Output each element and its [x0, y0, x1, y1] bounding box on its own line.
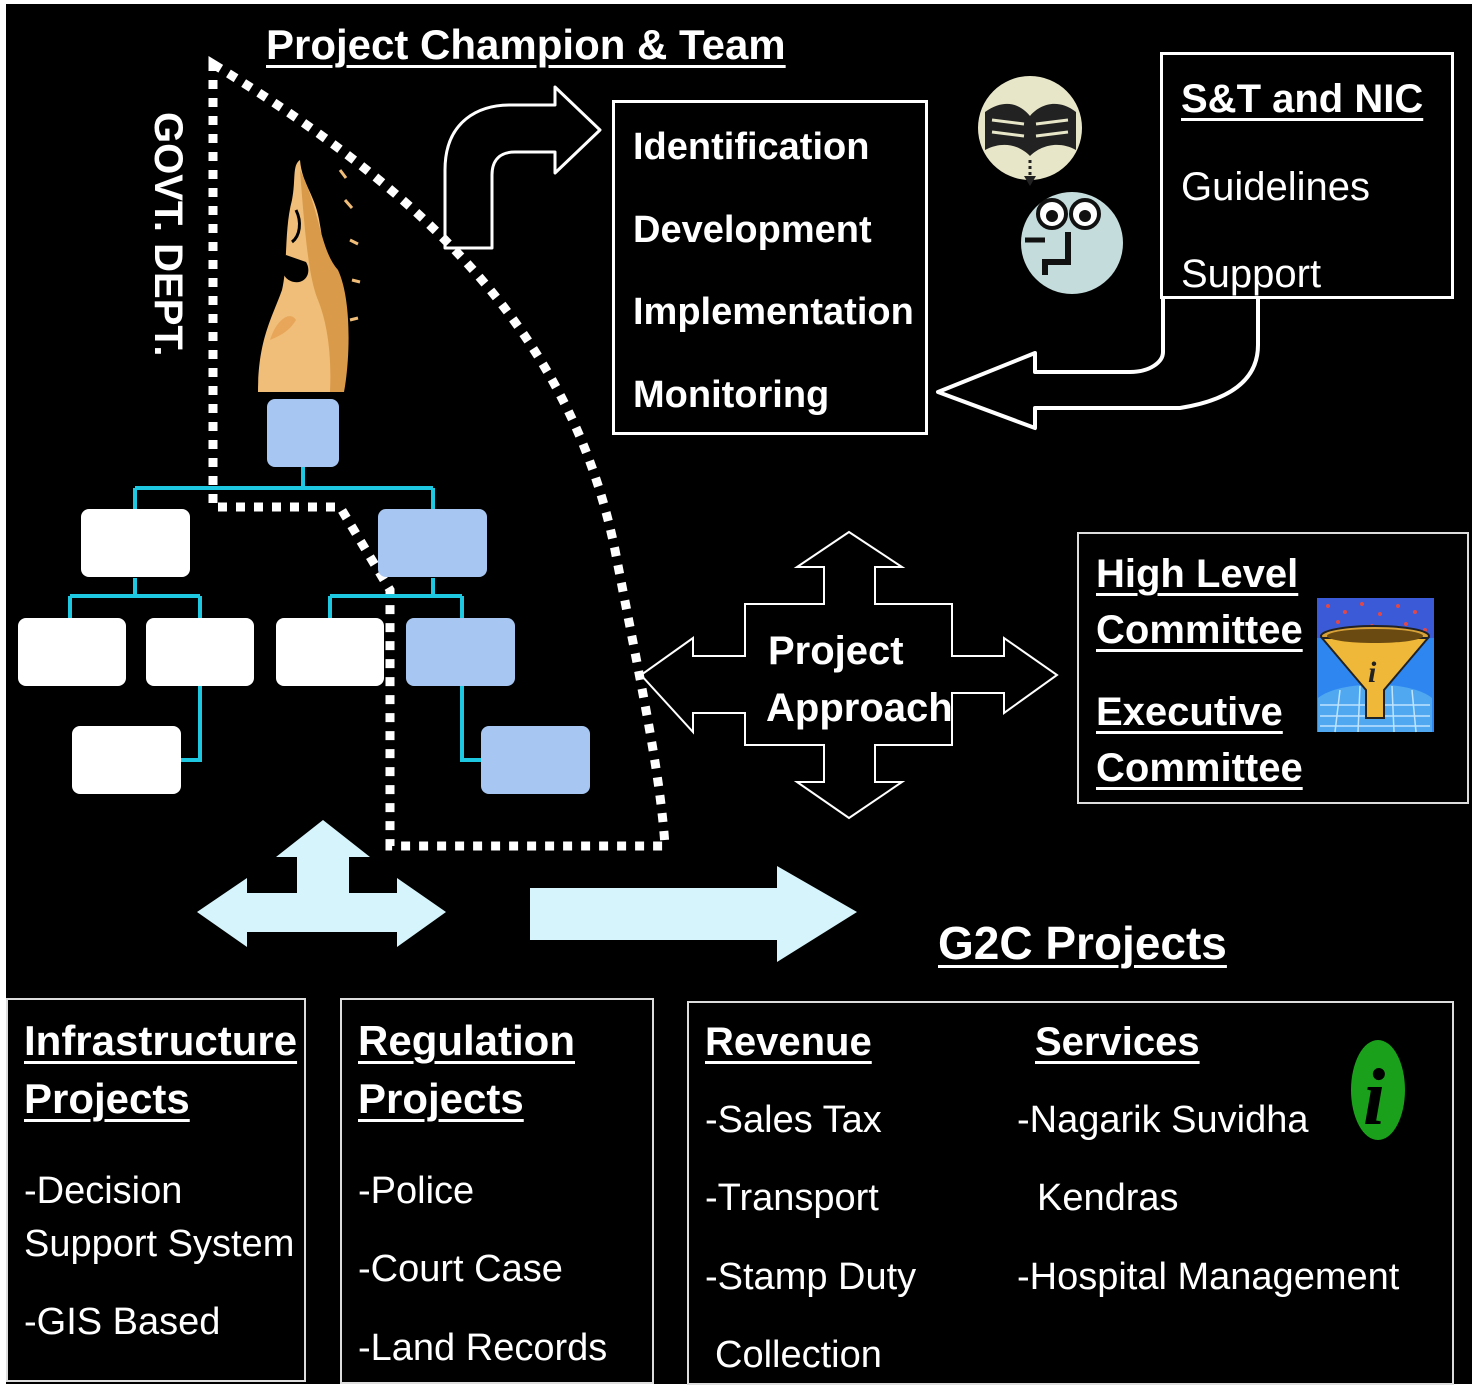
return-arrow-icon: [936, 298, 1260, 430]
revenue-item: -Sales Tax: [705, 1099, 882, 1141]
org-box-l2-c: [276, 618, 384, 686]
approach-label-line2: Approach: [766, 686, 953, 730]
infrastructure-item: -GIS Based: [24, 1301, 221, 1343]
svg-text:i: i: [1368, 656, 1377, 689]
org-box-l1-right: [378, 509, 487, 577]
four-way-arrow-icon: [639, 530, 1059, 820]
org-box-l2-d: [406, 618, 515, 686]
revenue-title: Revenue: [705, 1020, 872, 1064]
regulation-box: Regulation Projects -Police -Court Case …: [340, 998, 654, 1384]
process-box: Identification Development Implementatio…: [612, 100, 928, 435]
org-box-l3-right: [481, 726, 590, 794]
process-step: Identification: [633, 126, 870, 168]
info-icon: i: [1351, 1040, 1405, 1142]
org-box-l2-a: [18, 618, 126, 686]
org-box-l3-left: [72, 726, 181, 794]
services-item: -Nagarik Suvidha: [1017, 1099, 1309, 1141]
st-nic-title: S&T and NIC: [1181, 77, 1424, 121]
services-title: Services: [1035, 1020, 1200, 1064]
services-item: -Hospital Management: [1017, 1256, 1400, 1298]
infrastructure-title-line2: Projects: [24, 1075, 190, 1122]
team-boundary: [208, 55, 670, 851]
torch-icon: [258, 160, 361, 392]
infrastructure-title-line1: Infrastructure: [24, 1017, 298, 1064]
org-connectors: [68, 466, 482, 762]
org-box-l1-left: [81, 509, 190, 577]
infrastructure-box: Infrastructure Projects -Decision Suppor…: [6, 998, 306, 1382]
face-icon: [1021, 192, 1123, 294]
g2c-title: G2C Projects: [938, 917, 1227, 969]
regulation-item: -Court Case: [358, 1248, 563, 1290]
process-step: Development: [633, 209, 872, 251]
regulation-title-line2: Projects: [358, 1075, 524, 1122]
executive-committee-line2: Committee: [1096, 746, 1303, 790]
org-box-top: [267, 399, 339, 467]
infrastructure-item: Support System: [24, 1223, 295, 1265]
curved-arrow-icon: [443, 85, 602, 250]
st-nic-item: Support: [1181, 252, 1322, 296]
high-level-committee-line2: Committee: [1096, 608, 1303, 652]
executive-committee-line1: Executive: [1096, 690, 1283, 734]
vertical-dept-label: GOVT. DEPT.: [146, 112, 190, 357]
high-level-committee-line1: High Level: [1096, 552, 1299, 596]
background: [6, 4, 1472, 1384]
right-arrow-icon: [530, 866, 857, 962]
approach-label-line1: Project: [768, 629, 904, 673]
diagram-title: Project Champion & Team: [266, 21, 786, 68]
infrastructure-item: -Decision: [24, 1170, 183, 1212]
revenue-item: Collection: [715, 1334, 882, 1376]
regulation-item: -Police: [358, 1170, 475, 1212]
g2c-box: Revenue -Sales Tax -Transport -Stamp Dut…: [687, 1001, 1454, 1385]
process-step: Implementation: [633, 291, 914, 333]
funnel-icon: i: [1317, 598, 1434, 733]
regulation-title-line1: Regulation: [358, 1017, 575, 1064]
services-item: Kendras: [1037, 1177, 1179, 1219]
org-chart: [18, 399, 590, 794]
committee-box: High Level Committee Executive Committee: [1077, 532, 1469, 804]
revenue-item: -Transport: [705, 1177, 879, 1219]
st-nic-box: S&T and NIC Guidelines Support: [1160, 52, 1454, 299]
svg-text:i: i: [1363, 1054, 1385, 1142]
three-way-arrow-icon: [197, 820, 446, 947]
org-box-l2-b: [146, 618, 254, 686]
process-step: Monitoring: [633, 374, 830, 416]
revenue-item: -Stamp Duty: [705, 1256, 917, 1298]
st-nic-item: Guidelines: [1181, 165, 1371, 209]
book-icon: [978, 76, 1082, 186]
regulation-item: -Land Records: [358, 1327, 608, 1369]
